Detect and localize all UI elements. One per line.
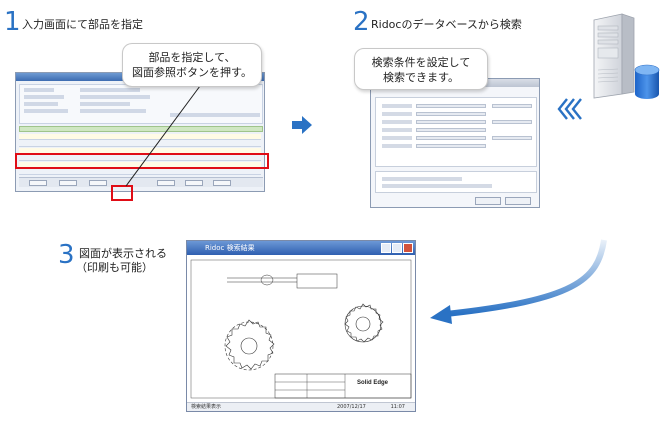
right-arrow-icon (292, 116, 312, 134)
step-3-title-line1: 図面が表示される (79, 247, 167, 260)
grid-row (19, 134, 261, 140)
step-1-number: 1 (4, 7, 21, 37)
search-options-panel (375, 171, 537, 193)
cancel-button[interactable] (505, 197, 531, 205)
close-button[interactable] (403, 243, 413, 253)
minimize-button[interactable] (381, 243, 391, 253)
selected-part-row-highlight (15, 153, 269, 169)
database-icon (634, 64, 660, 99)
grid-row (19, 141, 261, 147)
search-conditions-panel (375, 97, 537, 167)
step-1-input-screen (15, 72, 265, 192)
drawing-viewer-window: Ridoc 検索結果 Solid Edge 検索結果表示 (186, 240, 416, 412)
step-2-search-screen (370, 78, 540, 208)
status-left-text: 検索結果表示 (191, 404, 222, 410)
cad-drawing: Solid Edge (190, 259, 412, 399)
function-key-bar (19, 177, 263, 187)
grid-row (19, 169, 261, 175)
signal-chevron-icon (557, 98, 582, 120)
step-2-callout-line2: 検索できます。 (383, 71, 459, 84)
step-2-callout: 検索条件を設定して 検索できます。 (354, 48, 488, 90)
step-1-callout: 部品を指定して、 図面参照ボタンを押す。 (122, 43, 262, 87)
status-date: 2007/12/17 (337, 404, 366, 410)
input-grid-header (19, 126, 263, 132)
step-1-title: 入力画面にて部品を指定 (22, 18, 143, 31)
step-2-title: Ridocのデータベースから検索 (371, 18, 522, 31)
viewer-title: Ridoc 検索結果 (205, 244, 255, 252)
step-3-number: 3 (58, 240, 75, 270)
input-screen-form (19, 84, 263, 124)
step-2-number: 2 (353, 7, 370, 37)
drawing-reference-button-highlight[interactable] (111, 185, 133, 201)
server-icon (593, 13, 635, 99)
step-2-callout-line1: 検索条件を設定して (371, 56, 471, 69)
maximize-button[interactable] (392, 243, 402, 253)
drawing-title-text: Solid Edge (357, 380, 389, 386)
step-1-callout-line1: 部品を指定して、 (148, 51, 236, 64)
step-1-callout-line2: 図面参照ボタンを押す。 (132, 66, 252, 79)
step-3-title-line2: （印刷も可能） (76, 261, 153, 274)
status-time: 11:07 (390, 404, 405, 410)
search-button[interactable] (475, 197, 501, 205)
viewer-status-bar: 検索結果表示 2007/12/17 11:07 (187, 402, 415, 411)
viewer-titlebar: Ridoc 検索結果 (187, 241, 415, 255)
